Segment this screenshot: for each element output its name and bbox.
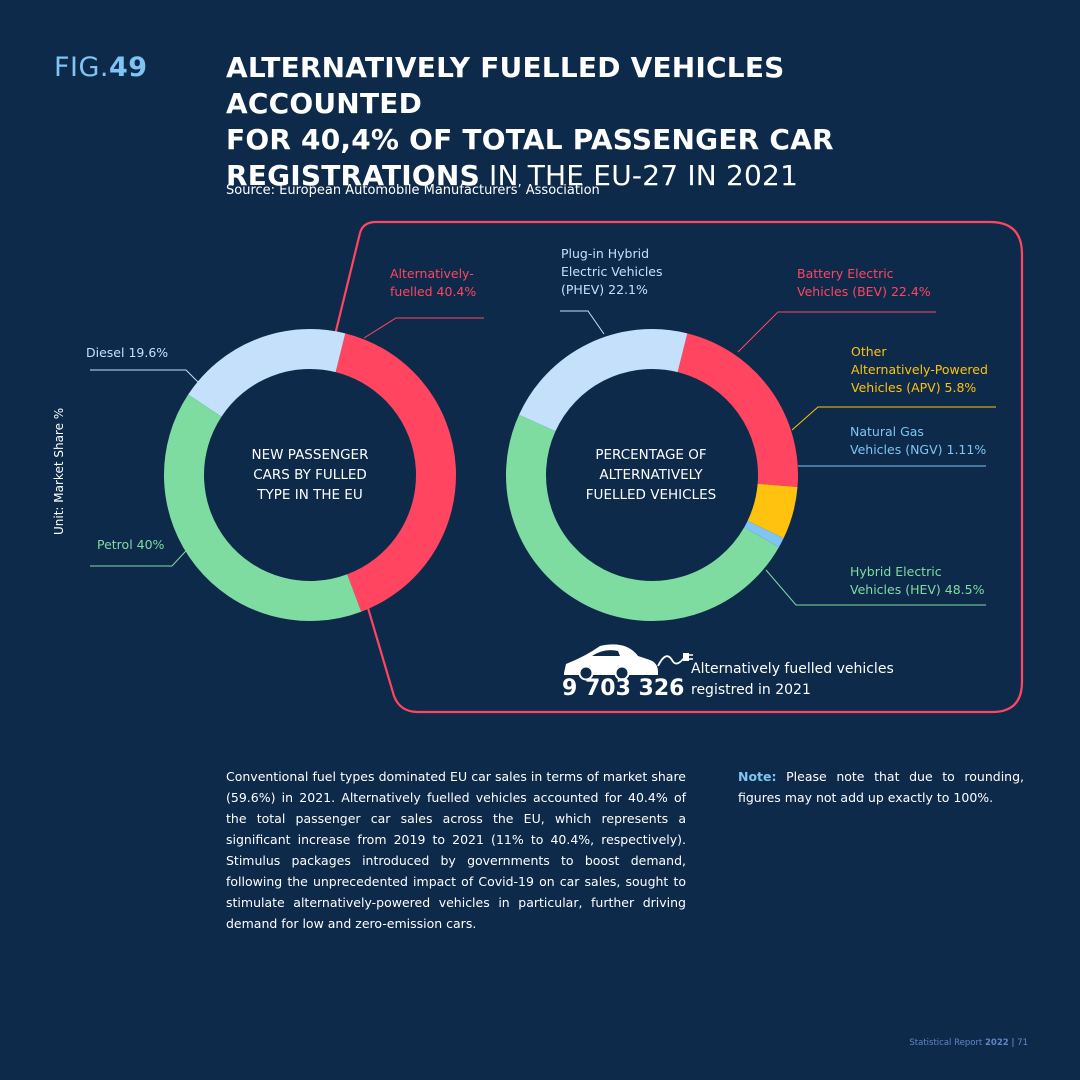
- slice-label-line: Vehicles (BEV) 22.4%: [797, 284, 931, 299]
- slice-label-apv: Other Alternatively-Powered Vehicles (AP…: [851, 343, 988, 397]
- donut-slice-diesel: [188, 329, 346, 418]
- slice-label-line: Vehicles (NGV) 1.11%: [850, 442, 987, 457]
- figure-prefix: FIG.: [54, 52, 109, 83]
- slice-label-hev: Hybrid Electric Vehicles (HEV) 48.5%: [850, 563, 984, 599]
- donut-chart-fuel-types: [164, 329, 456, 621]
- donut-chart-alternative-fuels: [506, 329, 798, 621]
- center-label-line: NEW PASSENGER: [251, 447, 369, 463]
- donut-slice-natural-gas-vehicles-ngv: [744, 520, 784, 548]
- figure-number: FIG.49: [54, 52, 148, 83]
- leader-line-petrol: [90, 539, 197, 567]
- footer-year: 2022: [984, 1038, 1009, 1048]
- footer-separator: |: [1011, 1038, 1015, 1048]
- footer-page: 71: [1017, 1038, 1028, 1048]
- total-registrations-value: 9 703 326: [562, 676, 685, 701]
- slice-label-line: Diesel 19.6%: [86, 345, 169, 360]
- donut-center-label-alternative-fuels: PERCENTAGE OF ALTERNATIVELY FUELLED VEHI…: [561, 445, 741, 505]
- total-registrations-description: Alternatively fuelled vehicles registred…: [691, 659, 894, 701]
- highlight-frame-connector: [333, 232, 362, 336]
- slice-label-phev: Plug-in Hybrid Electric Vehicles (PHEV) …: [561, 245, 663, 299]
- slice-label-line: Alternatively-: [390, 266, 474, 281]
- center-label-line: PERCENTAGE OF: [595, 447, 707, 463]
- title-line-3: REGISTRATIONS IN THE EU-27 IN 2021: [226, 158, 986, 194]
- slice-label-line: Vehicles (HEV) 48.5%: [850, 582, 985, 597]
- highlight-frame: [358, 220, 1024, 714]
- total-desc-line-2: registred in 2021: [691, 682, 811, 698]
- page-footer: Statistical Report 2022 | 71: [909, 1038, 1028, 1048]
- center-label-line: TYPE IN THE EU: [257, 487, 363, 503]
- footer-report: Statistical Report: [909, 1038, 983, 1048]
- leader-line-alternatively-fuelled: [363, 317, 484, 339]
- electric-car-icon: [564, 644, 693, 681]
- slice-label-diesel: Diesel 19.6%: [86, 344, 168, 362]
- source-note: Source: European Automobile Manufacturer…: [226, 183, 600, 198]
- title-line-3-light: IN THE EU-27 IN 2021: [489, 159, 799, 192]
- center-label-line: FUELLED VEHICLES: [585, 487, 717, 503]
- body-paragraph: Conventional fuel types dominated EU car…: [226, 769, 686, 931]
- leader-line-bev: [737, 311, 936, 353]
- slice-label-line: (PHEV) 22.1%: [561, 282, 648, 297]
- slice-label-line: Plug-in Hybrid: [561, 246, 650, 261]
- center-label-line: CARS BY FULLED: [253, 467, 367, 483]
- donut-slice-plug-in-hybrid-electric-vehicles-phev: [519, 329, 688, 432]
- center-label-line: ALTERNATIVELY: [599, 467, 703, 483]
- slice-label-line: Natural Gas: [850, 424, 924, 439]
- slice-label-line: Other: [851, 344, 887, 359]
- slice-label-line: Vehicles (APV) 5.8%: [851, 380, 977, 395]
- note-text: Please note that due to rounding, figure…: [738, 769, 1024, 805]
- slice-label-line: Electric Vehicles: [561, 264, 663, 279]
- donut-slice-hybrid-electric-vehicles-hev: [506, 414, 779, 621]
- leader-line-diesel: [90, 369, 199, 383]
- figure-title: ALTERNATIVELY FUELLED VEHICLES ACCOUNTED…: [226, 50, 986, 194]
- donut-slice-petrol: [164, 394, 362, 621]
- slice-label-alternatively-fuelled: Alternatively- fuelled 40.4%: [390, 265, 476, 301]
- slice-label-line: Battery Electric: [797, 266, 894, 281]
- slice-label-line: fuelled 40.4%: [390, 284, 477, 299]
- slice-label-bev: Battery Electric Vehicles (BEV) 22.4%: [797, 265, 931, 301]
- figure-number-value: 49: [109, 52, 148, 83]
- donut-slice-other-alternatively-powered-vehicles-apv: [747, 483, 798, 539]
- donut-slice-alternatively-fuelled: [335, 333, 456, 612]
- note-title: Note:: [738, 769, 777, 784]
- slice-label-line: Petrol 40%: [97, 537, 165, 552]
- slice-label-line: Alternatively-Powered: [851, 362, 988, 377]
- donut-slice-battery-electric-vehicles-bev: [677, 333, 798, 487]
- leader-line-phev: [560, 310, 605, 335]
- rounding-note: Note: Please note that due to rounding, …: [738, 766, 1024, 808]
- title-line-2: FOR 40,4% OF TOTAL PASSENGER CAR: [226, 123, 834, 156]
- slice-label-petrol: Petrol 40%: [97, 536, 164, 554]
- slice-label-line: Hybrid Electric: [850, 564, 942, 579]
- title-line-1: ALTERNATIVELY FUELLED VEHICLES ACCOUNTED: [226, 51, 785, 120]
- leader-line-hev: [765, 569, 986, 606]
- slice-label-ngv: Natural Gas Vehicles (NGV) 1.11%: [850, 423, 986, 459]
- donut-center-label-fuel-types: NEW PASSENGER CARS BY FULLED TYPE IN THE…: [220, 445, 400, 505]
- total-desc-line-1: Alternatively fuelled vehicles: [691, 661, 894, 677]
- leader-line-apv: [791, 406, 996, 431]
- title-line-3-bold: REGISTRATIONS: [226, 159, 480, 192]
